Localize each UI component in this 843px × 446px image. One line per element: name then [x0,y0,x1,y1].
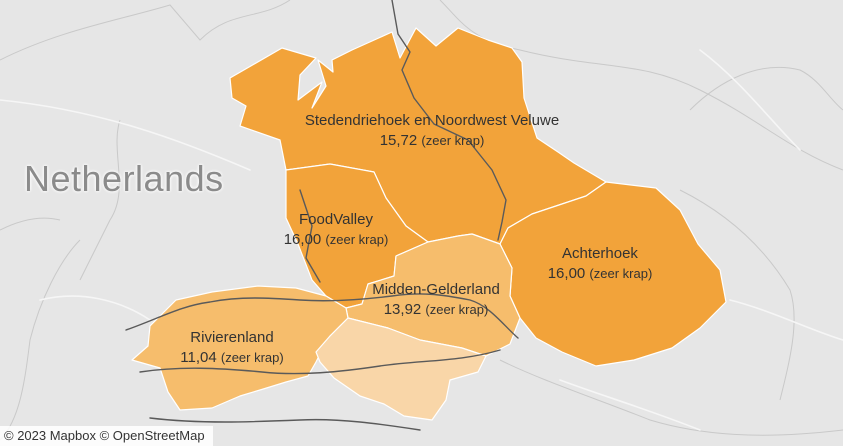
region-value: 16,00 [283,231,322,248]
river-maas [149,417,421,431]
country-label: Netherlands [24,158,224,199]
region-status: (zeer krap) [589,266,653,281]
region-rijk-van-nijmegen[interactable] [315,317,487,421]
region-name: Rivierenland [190,329,274,346]
region-value: 15,72 [379,132,418,149]
map-attribution[interactable]: © 2023 Mapbox © OpenStreetMap [0,426,213,446]
region-rivierenland[interactable] [131,285,349,411]
region-label-achterhoek: Achterhoek 16,00 (zeer krap) [548,244,653,284]
river-eem [299,189,321,283]
region-value: 13,92 [383,301,422,318]
river-ijssel [391,0,507,241]
region-label-rivierenland: Rivierenland 11,04 (zeer krap) [180,328,283,368]
region-name: Midden-Gelderland [372,281,500,298]
region-label-stedendriehoek: Stedendriehoek en Noordwest Veluwe 15,72… [305,111,559,151]
river-layer [125,0,519,431]
region-name: Stedendriehoek en Noordwest Veluwe [304,112,560,129]
region-label-midden-gelderland: Midden-Gelderland 13,92 (zeer krap) [372,280,500,320]
region-status: (zeer krap) [425,302,489,317]
region-status: (zeer krap) [421,133,485,148]
region-name: FoodValley [299,211,373,228]
region-name: Achterhoek [562,245,638,262]
river-nederrijn [125,293,519,339]
region-label-foodvalley: FoodValley 16,00 (zeer krap) [284,210,389,250]
region-achterhoek[interactable] [499,181,727,367]
region-value: 11,04 [180,349,217,366]
region-status: (zeer krap) [220,350,284,365]
region-value: 16,00 [547,265,586,282]
river-waal [139,349,501,375]
region-status: (zeer krap) [325,232,389,247]
